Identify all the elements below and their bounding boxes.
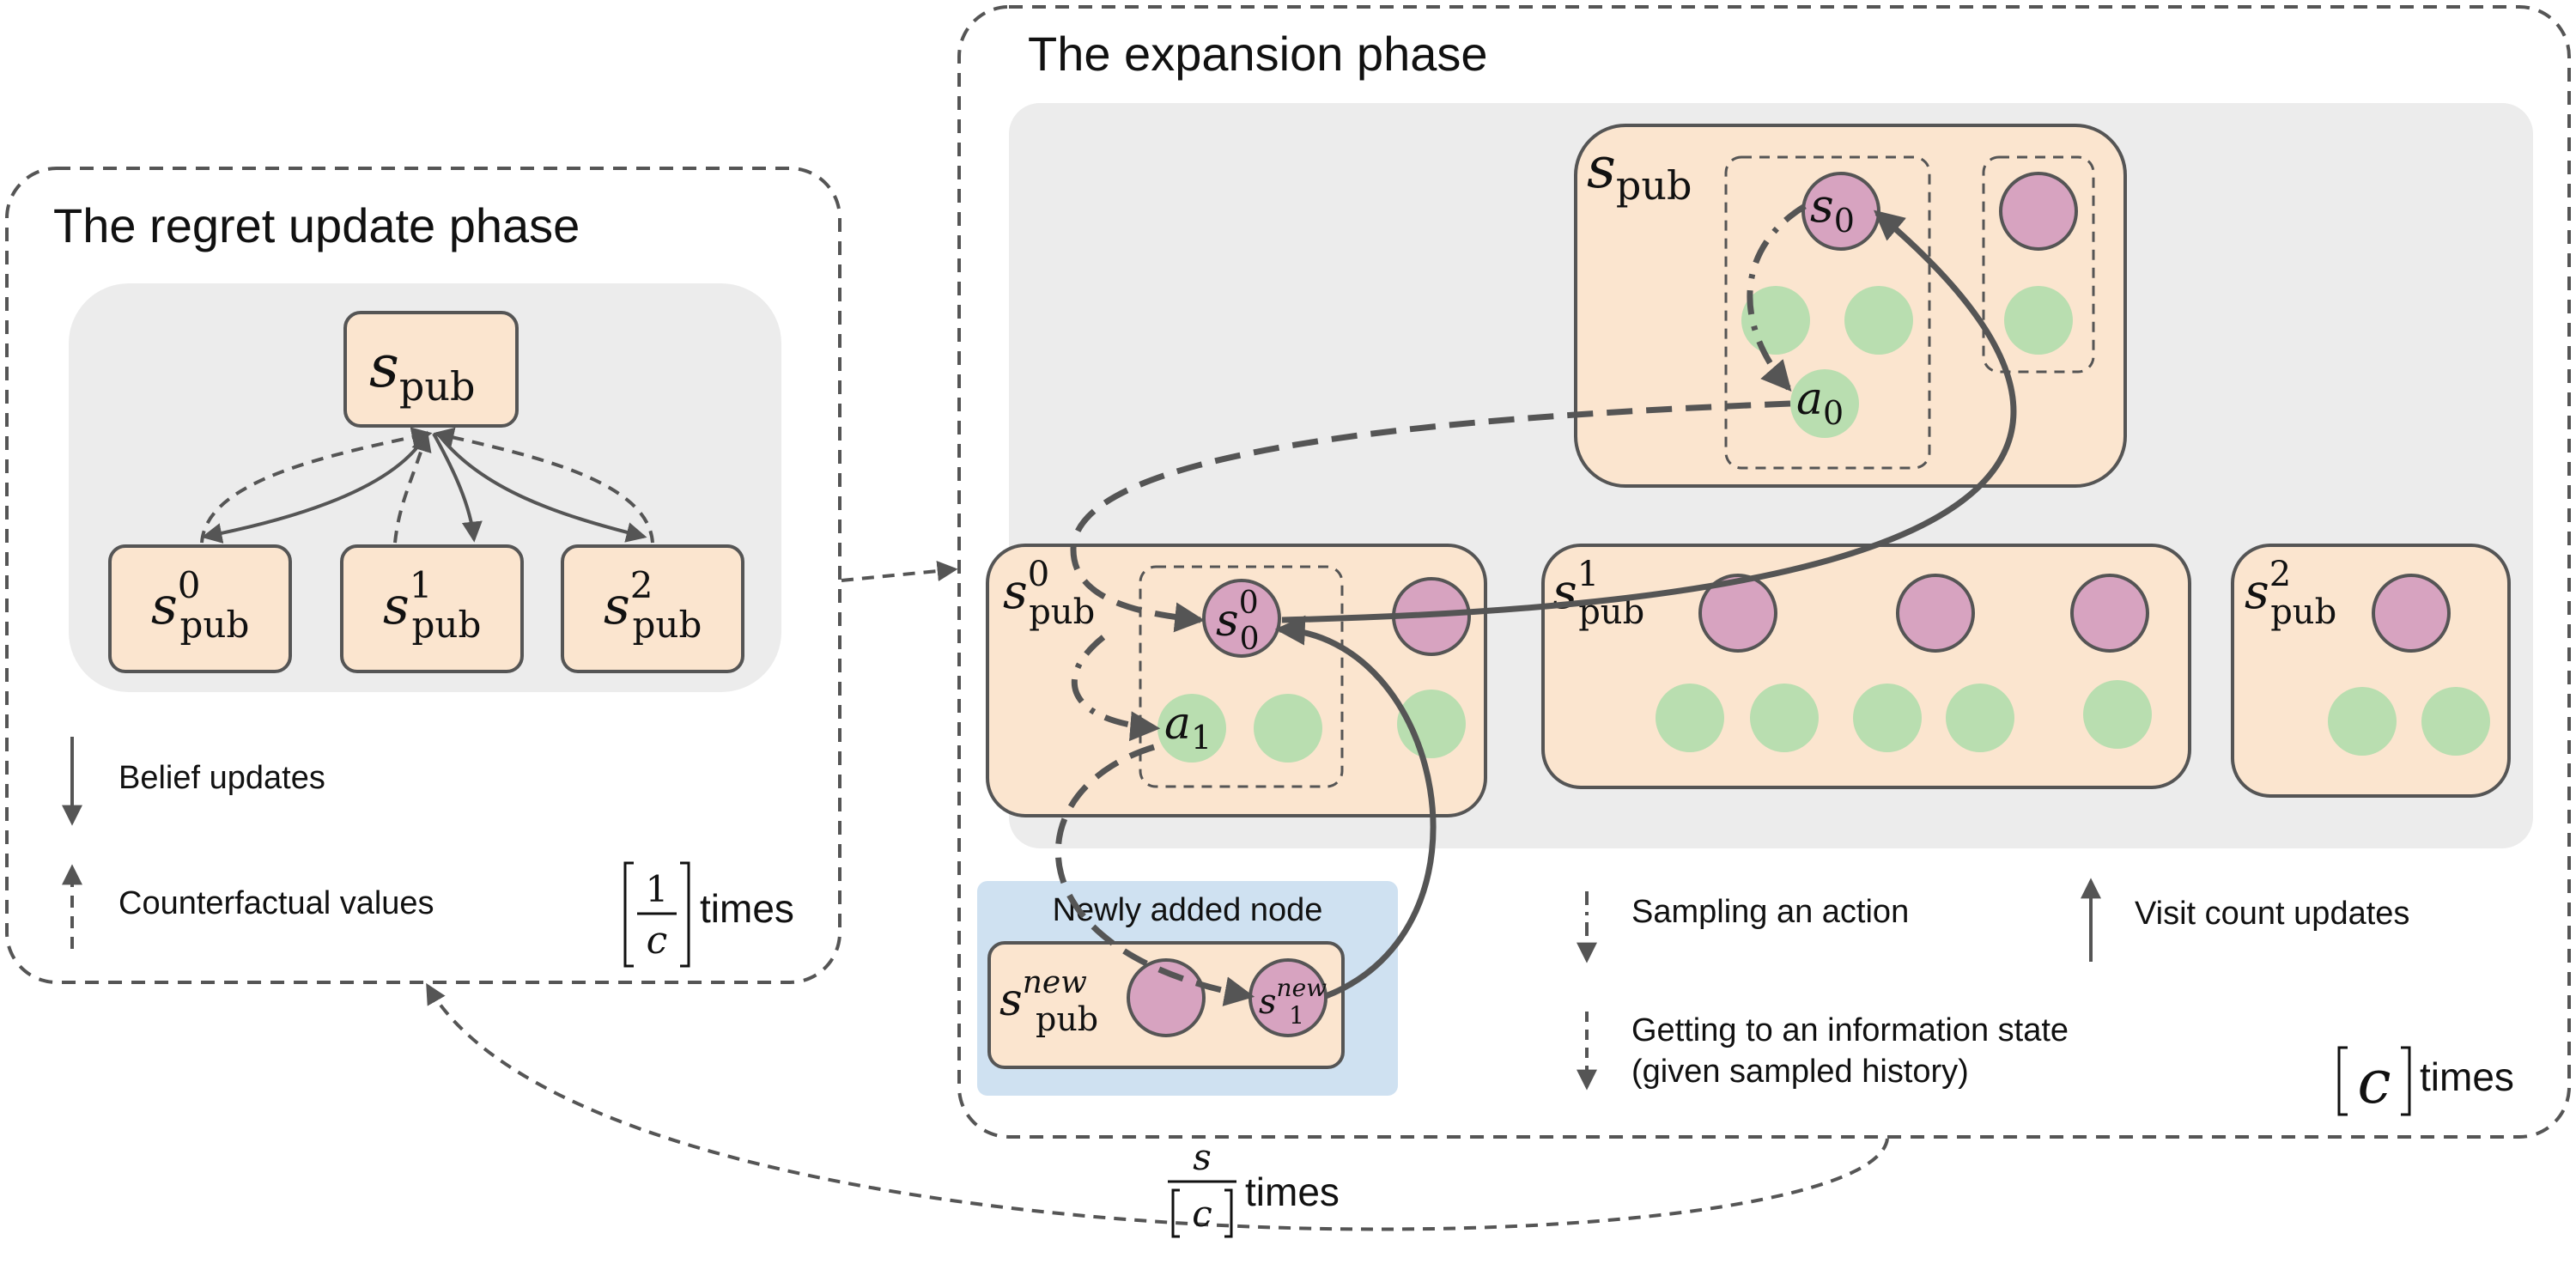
child1-green-node-1	[1656, 684, 1724, 752]
regret-child-box-0	[108, 544, 292, 673]
child-box-0	[986, 544, 1487, 817]
top-pink-node-2	[1999, 172, 2078, 251]
child0-a1-label: a1	[1164, 698, 1212, 757]
expansion-phase-title: The expansion phase	[1028, 27, 1488, 81]
regret-edges	[200, 427, 654, 544]
top-spub-label: spub	[1587, 135, 1692, 209]
regret-times-numerator: 1	[646, 868, 669, 910]
child1-green-node-4	[1946, 684, 2014, 752]
child0-a1-node	[1157, 694, 1226, 763]
visit-legend-label: Visit count updates	[2135, 896, 2409, 932]
top-infoset-group-1	[1724, 155, 1931, 470]
regret-child-box-2	[561, 544, 744, 673]
loop-times: s c times	[1168, 1136, 1340, 1238]
expansion-times-label: times	[2420, 1054, 2514, 1099]
child1-pink-node-3	[2070, 574, 2149, 653]
top-green-node-3	[2004, 286, 2073, 355]
new-node-caption: Newly added node	[1053, 892, 1323, 928]
regret-root-label: spub	[369, 333, 475, 410]
dashed-a1-s1new	[1054, 744, 1255, 1006]
child2-green-node-2	[2421, 687, 2490, 756]
regret-times-label: times	[700, 886, 794, 931]
belief-legend-label: Belief updates	[118, 760, 325, 796]
regret-child-box-1	[340, 544, 524, 673]
regret-phase-frame	[5, 167, 841, 984]
child1-green-node-5	[2083, 680, 2152, 749]
child1-green-node-2	[1750, 684, 1819, 752]
expansion-times: c times	[2337, 1046, 2514, 1117]
counterfactual-legend-label: Counterfactual values	[118, 885, 434, 921]
child1-green-node-3	[1853, 684, 1922, 752]
dashed-a0-s00	[1070, 400, 1791, 633]
child2-green-node-1	[2328, 687, 2397, 756]
getting-legend-line2: (given sampled history)	[1631, 1054, 1969, 1090]
expansion-times-base: c	[2357, 1047, 2391, 1117]
phase-connector-arrow	[841, 561, 958, 582]
top-infoset-group-2	[1982, 155, 2095, 374]
top-green-node-1	[1741, 286, 1810, 355]
child2-pink-node	[2372, 574, 2451, 653]
getting-legend-line1: Getting to an information state	[1631, 1012, 2069, 1048]
solid-s1new-s00	[1274, 615, 1437, 1000]
top-a0-node	[1790, 369, 1859, 438]
loop-times-numerator: s	[1193, 1136, 1212, 1178]
solid-s00-s0	[1281, 210, 2017, 623]
new-node-pink-node	[1127, 958, 1206, 1037]
expansion-arrows	[1054, 204, 2017, 1006]
regret-times-denominator: c	[647, 919, 668, 963]
dashdot-s00-a1	[1071, 635, 1161, 742]
sampling-legend-label: Sampling an action	[1631, 894, 1909, 930]
top-a0-label: a0	[1796, 374, 1844, 432]
loop-times-denominator: c	[1192, 1193, 1212, 1235]
top-green-node-2	[1844, 286, 1913, 355]
child1-pink-node-2	[1896, 574, 1975, 653]
loop-times-label: times	[1245, 1170, 1340, 1214]
regret-root-box	[343, 311, 519, 428]
top-s0-label: s0	[1810, 179, 1855, 240]
regret-times: 1 c times	[623, 861, 794, 968]
child1-pink-node-1	[1698, 574, 1777, 653]
child0-green-node-2	[1254, 694, 1322, 763]
loop-back-arrow	[426, 982, 1889, 1231]
child0-infoset-group	[1139, 565, 1344, 788]
expansion-phase-frame	[957, 5, 2571, 1139]
regret-phase-title: The regret update phase	[53, 198, 580, 252]
